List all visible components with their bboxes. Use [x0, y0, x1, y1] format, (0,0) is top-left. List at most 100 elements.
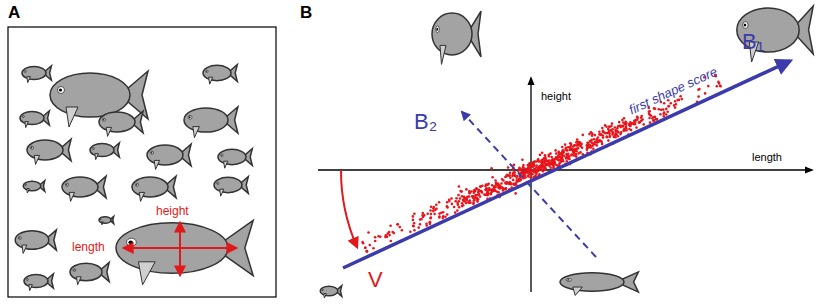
data-point	[527, 175, 530, 178]
data-point	[426, 213, 429, 216]
data-point	[719, 85, 722, 88]
data-point	[419, 223, 422, 226]
data-point	[396, 223, 399, 226]
fish-school	[15, 65, 253, 291]
data-point	[454, 211, 457, 214]
data-point	[501, 178, 504, 181]
data-point	[538, 167, 541, 170]
data-point	[617, 131, 620, 134]
axes	[318, 78, 812, 292]
panel-frame	[8, 27, 276, 297]
data-point	[504, 182, 507, 185]
data-point	[611, 128, 614, 131]
data-point	[487, 192, 490, 195]
data-point	[458, 200, 461, 203]
data-point	[509, 174, 512, 177]
data-point	[509, 176, 512, 179]
data-point	[367, 231, 370, 234]
data-point	[456, 209, 459, 212]
data-point	[506, 174, 509, 177]
data-point	[446, 213, 449, 216]
data-point	[473, 199, 476, 202]
data-point	[614, 126, 617, 129]
data-point	[648, 112, 651, 115]
data-point	[577, 147, 580, 150]
data-point	[601, 127, 604, 130]
data-point	[388, 234, 391, 237]
data-point	[421, 214, 424, 217]
data-point	[385, 234, 388, 237]
data-point	[390, 240, 393, 243]
data-point	[429, 209, 432, 212]
data-point	[674, 100, 677, 103]
data-point	[598, 131, 601, 134]
data-point	[529, 170, 532, 173]
data-point	[662, 112, 665, 115]
data-point	[472, 201, 475, 204]
data-point	[379, 235, 382, 238]
data-point	[361, 241, 364, 244]
data-point	[611, 133, 614, 136]
data-point	[391, 231, 394, 234]
data-point	[430, 213, 433, 216]
data-point	[565, 146, 568, 149]
data-point	[372, 247, 375, 250]
data-point	[561, 146, 564, 149]
data-point	[635, 126, 638, 129]
data-point	[451, 203, 454, 206]
axis-name: B₂	[414, 110, 437, 134]
data-point	[615, 133, 618, 136]
data-point	[399, 226, 402, 229]
data-point	[413, 212, 416, 215]
data-point	[607, 131, 610, 134]
data-point	[658, 108, 661, 111]
measure-label: length	[72, 241, 105, 254]
data-point	[655, 118, 658, 121]
data-point	[487, 182, 490, 185]
data-point	[707, 85, 710, 88]
data-point	[568, 155, 571, 158]
data-point	[618, 125, 621, 128]
data-point	[560, 157, 563, 160]
data-point	[697, 88, 700, 91]
data-point	[521, 159, 524, 162]
data-point	[566, 149, 569, 152]
data-point	[522, 166, 525, 169]
data-point	[500, 182, 503, 185]
data-point	[622, 125, 625, 128]
data-point	[497, 183, 500, 186]
data-point	[479, 195, 482, 198]
data-point	[454, 200, 457, 203]
data-point	[554, 158, 557, 161]
data-point	[532, 161, 535, 164]
data-point	[719, 85, 722, 88]
data-point	[542, 159, 545, 162]
data-point	[570, 143, 573, 146]
data-point	[480, 185, 483, 188]
data-point	[509, 171, 512, 174]
axis-label: length	[752, 151, 782, 163]
data-point	[552, 160, 555, 163]
data-point	[388, 231, 391, 234]
data-point	[633, 120, 636, 123]
data-point	[581, 146, 584, 149]
data-point	[615, 130, 618, 133]
data-point	[604, 132, 607, 135]
data-point	[668, 105, 671, 108]
axis-b1	[343, 61, 790, 268]
data-point	[567, 146, 570, 149]
data-point	[544, 167, 547, 170]
data-point	[611, 122, 614, 125]
data-point	[459, 190, 462, 193]
data-point	[588, 146, 591, 149]
data-point	[438, 201, 441, 204]
data-point	[468, 191, 471, 194]
data-point	[487, 192, 490, 195]
data-point	[596, 144, 599, 147]
data-point	[599, 134, 602, 137]
data-point	[420, 218, 423, 221]
data-point	[516, 179, 519, 182]
data-point	[598, 140, 601, 143]
data-point	[491, 188, 494, 191]
